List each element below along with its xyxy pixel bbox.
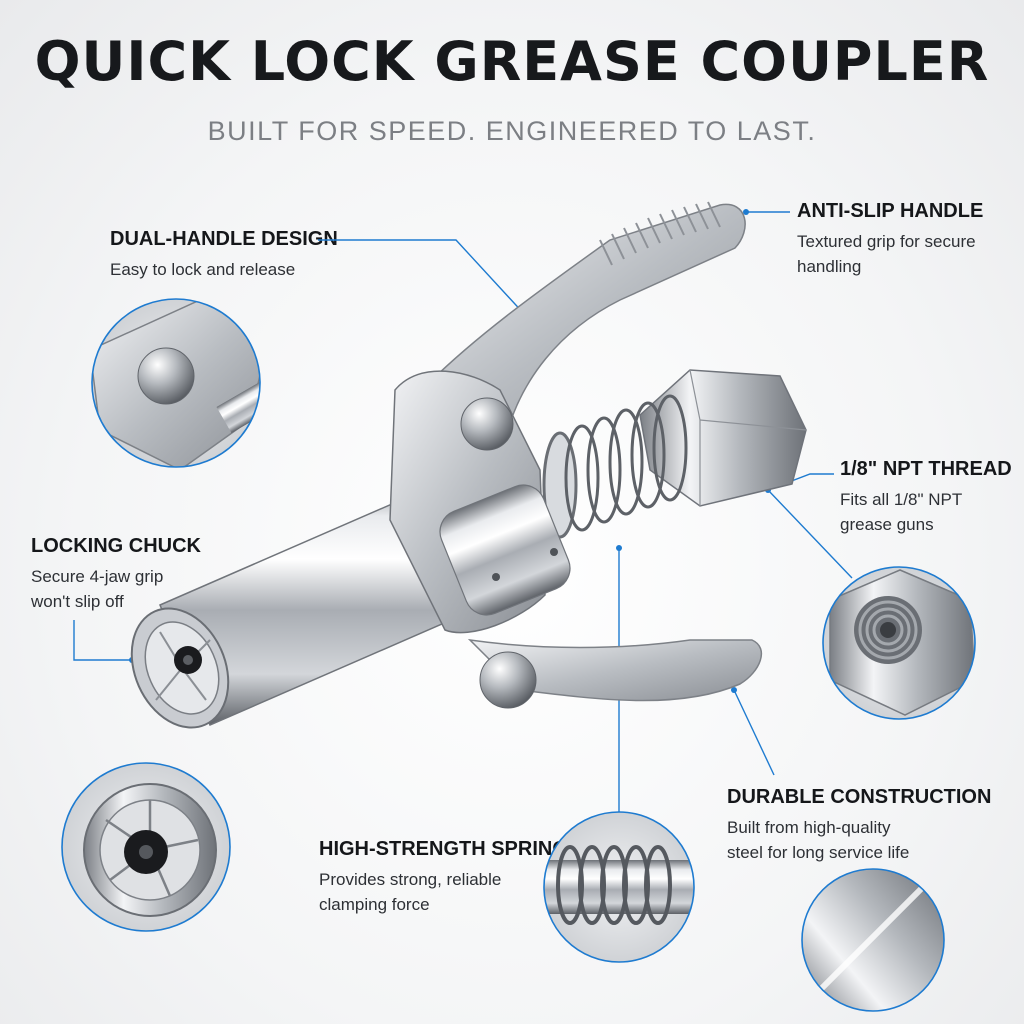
- page-subtitle: BUILT FOR SPEED. ENGINEERED TO LAST.: [207, 116, 817, 146]
- callout-desc-line: clamping force: [319, 895, 430, 914]
- callout-desc-line: Textured grip for secure: [797, 232, 976, 251]
- callout-desc: Textured grip for secure handling: [797, 229, 983, 279]
- detail-circle-steel: [801, 868, 945, 1012]
- lower-handle: [467, 638, 763, 702]
- callout-desc-line: handling: [797, 257, 862, 276]
- callout-desc-line: Built from high-quality: [727, 818, 891, 837]
- callout-npt-thread: 1/8" NPT THREAD Fits all 1/8" NPT grease…: [840, 458, 1012, 537]
- leader-line-dual-handle: [318, 239, 527, 317]
- detail-circle-pivot: [91, 298, 261, 468]
- callout-desc-line: grease guns: [840, 515, 934, 534]
- callout-desc-line: Easy to lock and release: [110, 260, 296, 279]
- callout-desc-line: won't slip off: [31, 592, 124, 611]
- callout-dual-handle: DUAL-HANDLE DESIGN Easy to lock and rele…: [110, 228, 338, 282]
- chuck-face: [144, 621, 220, 715]
- callout-high-strength-spring: HIGH-STRENGTH SPRING Provides strong, re…: [319, 838, 568, 917]
- callout-title: HIGH-STRENGTH SPRING: [319, 838, 568, 860]
- detail-circle-chuck-jaws: [61, 762, 231, 932]
- page-title: QUICK LOCK GREASE COUPLER: [34, 30, 990, 93]
- upper-handle: [418, 201, 746, 442]
- callout-title: DURABLE CONSTRUCTION: [727, 786, 992, 808]
- callout-desc-line: Fits all 1/8" NPT: [840, 490, 963, 509]
- callout-desc: Fits all 1/8" NPT grease guns: [840, 487, 1012, 537]
- callout-anti-slip-handle: ANTI-SLIP HANDLE Textured grip for secur…: [797, 200, 983, 279]
- callout-desc: Secure 4-jaw grip won't slip off: [31, 564, 201, 614]
- rivet-lower: [479, 651, 537, 709]
- callout-desc: Provides strong, reliable clamping force: [319, 867, 568, 917]
- leader-line-chuck: [73, 620, 132, 661]
- callout-desc-line: Secure 4-jaw grip: [31, 567, 164, 586]
- callout-title: DUAL-HANDLE DESIGN: [110, 228, 338, 250]
- hex-nut: [639, 369, 807, 507]
- rivet-upper: [460, 397, 514, 451]
- callout-locking-chuck: LOCKING CHUCK Secure 4-jaw grip won't sl…: [31, 535, 201, 614]
- callout-title: LOCKING CHUCK: [31, 535, 201, 557]
- callout-desc: Easy to lock and release: [110, 257, 338, 282]
- detail-circle-spring: [543, 811, 695, 963]
- callout-durable-construction: DURABLE CONSTRUCTION Built from high-qua…: [727, 786, 991, 865]
- spring: [542, 394, 688, 539]
- callout-desc: Built from high-quality steel for long s…: [727, 815, 991, 865]
- callout-desc-line: steel for long service life: [727, 843, 910, 862]
- callout-title: ANTI-SLIP HANDLE: [797, 200, 984, 222]
- callout-desc-line: Provides strong, reliable: [319, 870, 502, 889]
- grip-texture: [599, 201, 721, 266]
- leader-line-durable: [733, 689, 775, 776]
- leader-line-npt: [766, 473, 853, 579]
- detail-circle-thread: [822, 566, 976, 720]
- callout-title: 1/8" NPT THREAD: [840, 458, 1012, 480]
